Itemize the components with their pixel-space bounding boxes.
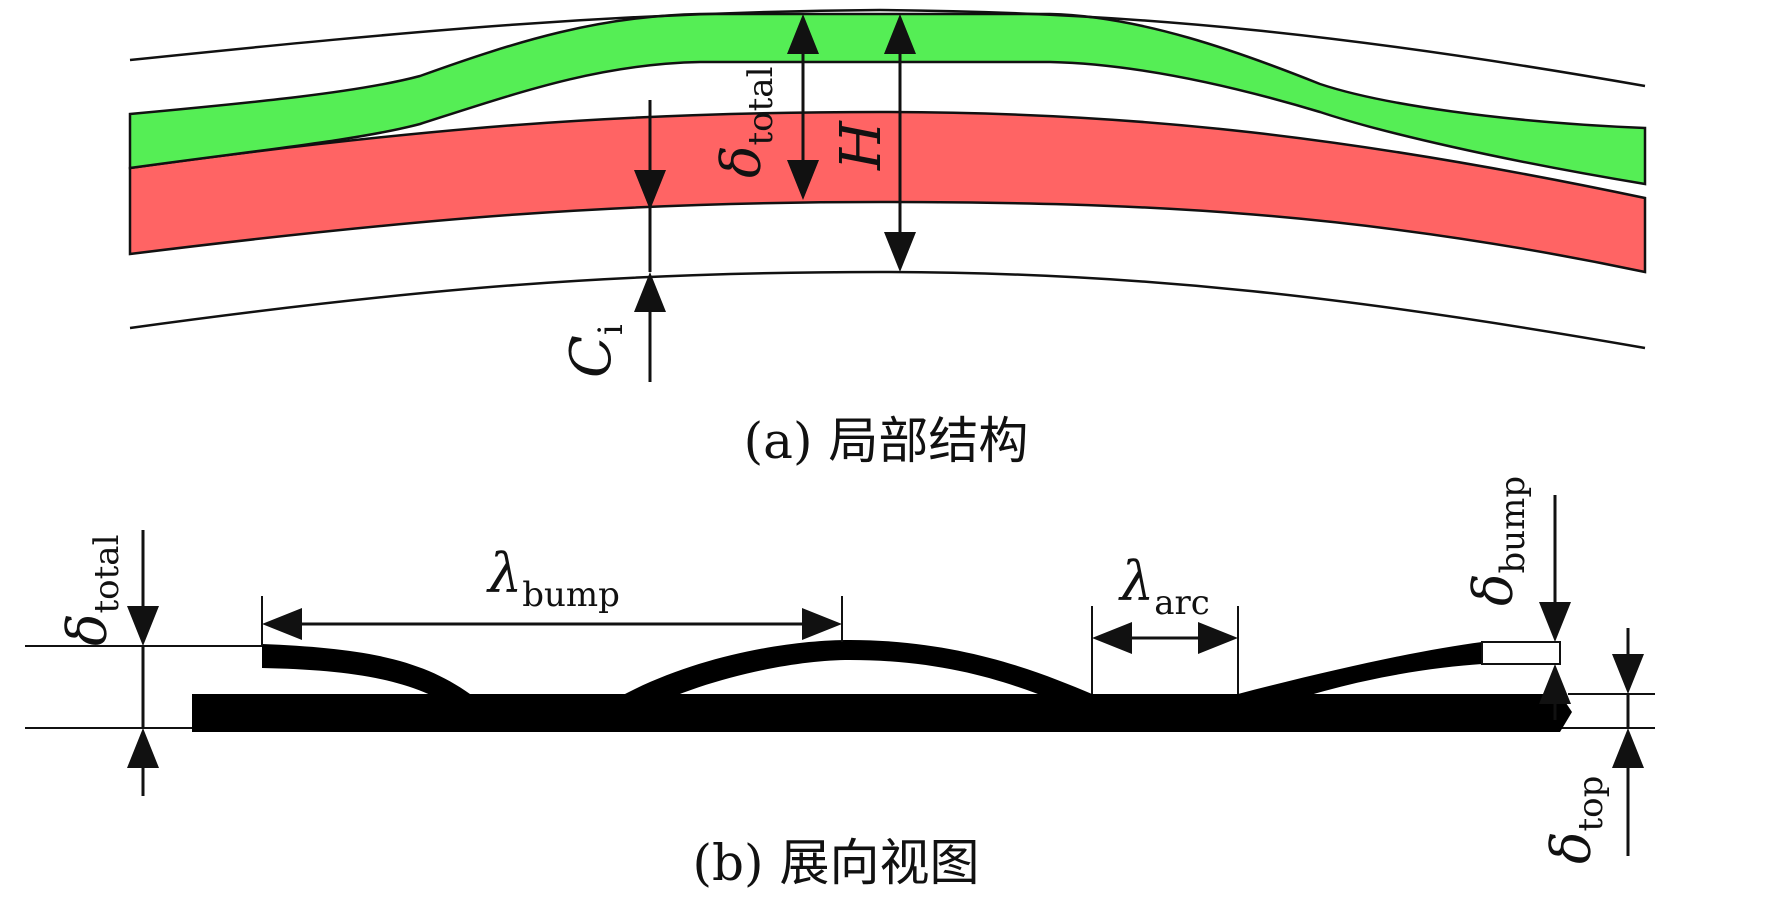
delta-total-label-b: δtotal xyxy=(56,535,127,646)
bump-foil-end-outline xyxy=(1481,641,1561,665)
h-label: H xyxy=(829,120,894,171)
shaft-surface-line xyxy=(129,270,1646,350)
lambda-arc-label: λarc xyxy=(1118,550,1210,623)
panel-b-caption: (b) 展向视图 xyxy=(693,834,980,892)
lambda-bump-label: λbump xyxy=(486,542,620,615)
housing-line xyxy=(129,8,1646,88)
panel-a-local-structure: δtotal H Ci (a) 局部结构 xyxy=(128,8,1647,470)
delta-bump-label: δbump xyxy=(1462,476,1533,606)
panel-a-caption: (a) 局部结构 xyxy=(744,412,1029,470)
delta-total-label: δtotal xyxy=(710,67,781,178)
panel-b-spanwise-view: δtotal λbump λarc δbump δtop (b) 展向视图 xyxy=(25,476,1655,892)
bump-foil-strip xyxy=(262,640,1482,712)
green-bump-foil-layer xyxy=(128,12,1647,186)
clearance-label: Ci xyxy=(559,324,631,378)
top-foil-strip xyxy=(192,694,1572,732)
delta-top-label: δtop xyxy=(1540,776,1611,864)
